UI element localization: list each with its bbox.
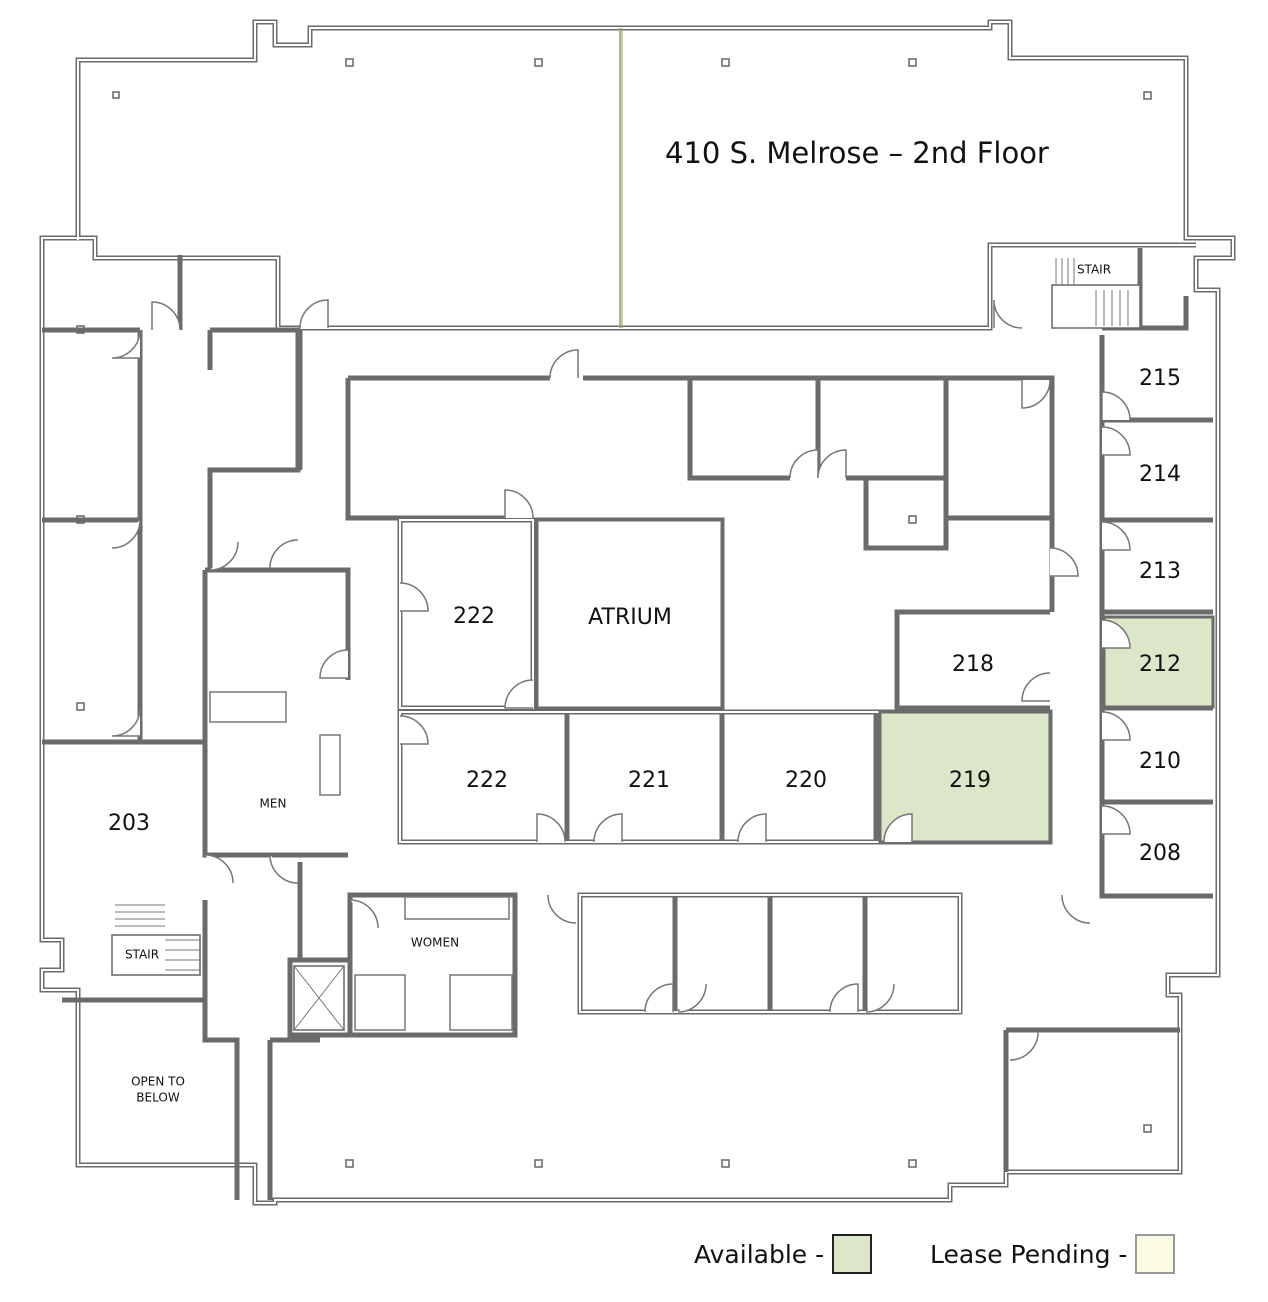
- legend-lease-pending-label: Lease Pending -: [930, 1239, 1128, 1269]
- open-to-below-label-2: BELOW: [136, 1091, 180, 1105]
- atrium-fill: [535, 518, 724, 710]
- stair-left: STAIR: [111, 904, 201, 976]
- atrium-label: ATRIUM: [588, 605, 672, 630]
- doors: [111, 299, 1131, 1061]
- men-restroom-label: MEN: [260, 797, 287, 811]
- room-222-upper-label: 222: [453, 604, 495, 629]
- open-to-below-label-1: OPEN TO: [131, 1075, 185, 1089]
- legend-available-label: Available -: [694, 1239, 825, 1269]
- elevator: [293, 965, 345, 1031]
- room-213-label: 213: [1139, 559, 1181, 584]
- restroom-fixtures: [209, 691, 513, 1031]
- legend-lease-pending: Lease Pending -: [930, 1234, 1176, 1274]
- exterior-walls: [39, 19, 1236, 1206]
- room-210-label: 210: [1139, 749, 1181, 774]
- room-220-label: 220: [785, 768, 827, 793]
- legend-lease-pending-swatch: [1135, 1234, 1176, 1274]
- stair-right: STAIR: [1051, 258, 1141, 329]
- women-restroom-label: WOMEN: [411, 936, 459, 950]
- room-219-label: 219: [949, 768, 991, 793]
- floor-title: 410 S. Melrose – 2nd Floor: [665, 136, 1049, 170]
- stair-left-label: STAIR: [125, 948, 159, 962]
- room-203-label: 203: [108, 811, 150, 836]
- columns: [76, 58, 1152, 1168]
- room-222-lower-label: 222: [466, 768, 508, 793]
- room-208-label: 208: [1139, 841, 1181, 866]
- legend-available-swatch: [832, 1234, 873, 1274]
- room-214-label: 214: [1139, 462, 1181, 487]
- room-218-label: 218: [952, 652, 994, 677]
- room-212-label: 212: [1139, 652, 1181, 677]
- room-221-label: 221: [628, 768, 670, 793]
- stair-right-label: STAIR: [1077, 263, 1111, 277]
- room-215-label: 215: [1139, 366, 1181, 391]
- legend-available: Available -: [694, 1234, 873, 1274]
